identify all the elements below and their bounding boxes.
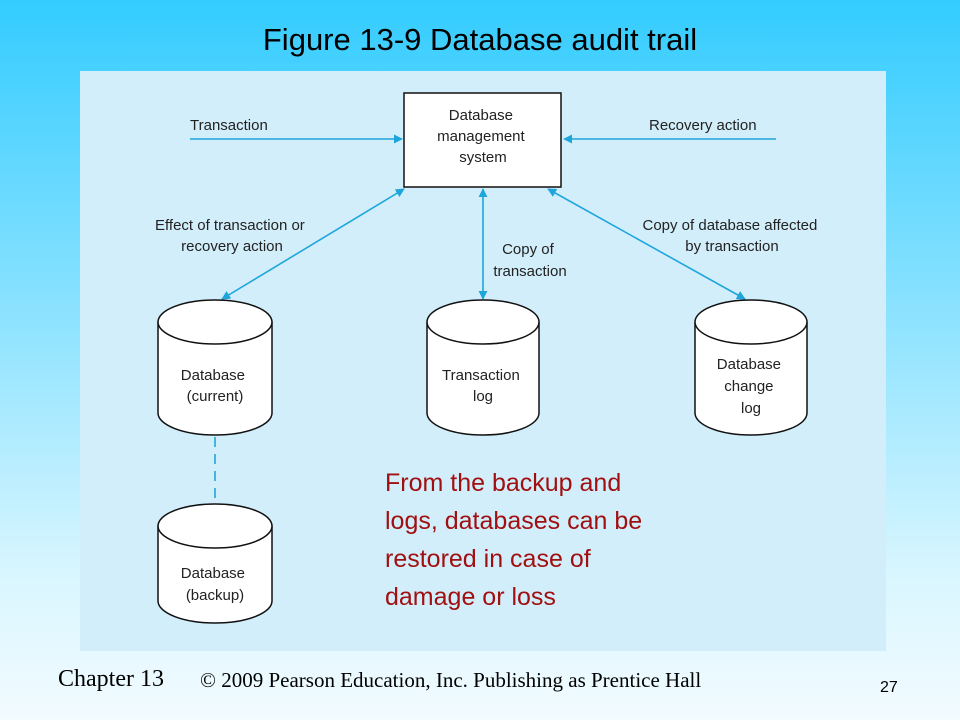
transaction-label: Transaction xyxy=(190,117,268,134)
copy-transaction-label: Copy of transaction xyxy=(493,241,566,280)
restore-note: From the backup and logs, databases can … xyxy=(385,464,745,616)
diagram-panel: Database management system Transaction R… xyxy=(80,71,886,651)
effect-arrow xyxy=(221,188,405,300)
page-number: 27 xyxy=(880,679,898,696)
restore-note-line: restored in case of xyxy=(385,545,591,573)
transaction-log-cylinder xyxy=(426,299,540,436)
copy-database-arrow xyxy=(547,188,746,300)
transaction-log-label: Transaction log xyxy=(442,367,524,405)
database-change-log-label: Database change log xyxy=(717,356,785,417)
effect-label: Effect of transaction or recovery action xyxy=(155,217,309,255)
dbms-label: Database management system xyxy=(437,107,529,166)
database-change-log-cylinder xyxy=(694,299,808,436)
audit-trail-diagram: Database management system Transaction R… xyxy=(155,92,821,624)
restore-note-line: logs, databases can be xyxy=(385,507,643,535)
footer-chapter: Chapter 13 xyxy=(58,666,164,692)
recovery-action-label: Recovery action xyxy=(649,117,757,134)
slide-title: Figure 13-9 Database audit trail xyxy=(262,22,698,57)
copy-database-label: Copy of database affected by transaction xyxy=(642,217,821,255)
database-current-cylinder xyxy=(157,299,273,436)
database-backup-label: Database (backup) xyxy=(181,565,249,604)
database-current-label: Database (current) xyxy=(181,367,249,405)
footer-copyright: © 2009 Pearson Education, Inc. Publishin… xyxy=(200,668,702,692)
dbms-box xyxy=(403,92,562,188)
database-backup-cylinder xyxy=(157,503,273,624)
restore-note-line: From the backup and xyxy=(385,469,622,497)
restore-note-line: damage or loss xyxy=(385,583,556,611)
